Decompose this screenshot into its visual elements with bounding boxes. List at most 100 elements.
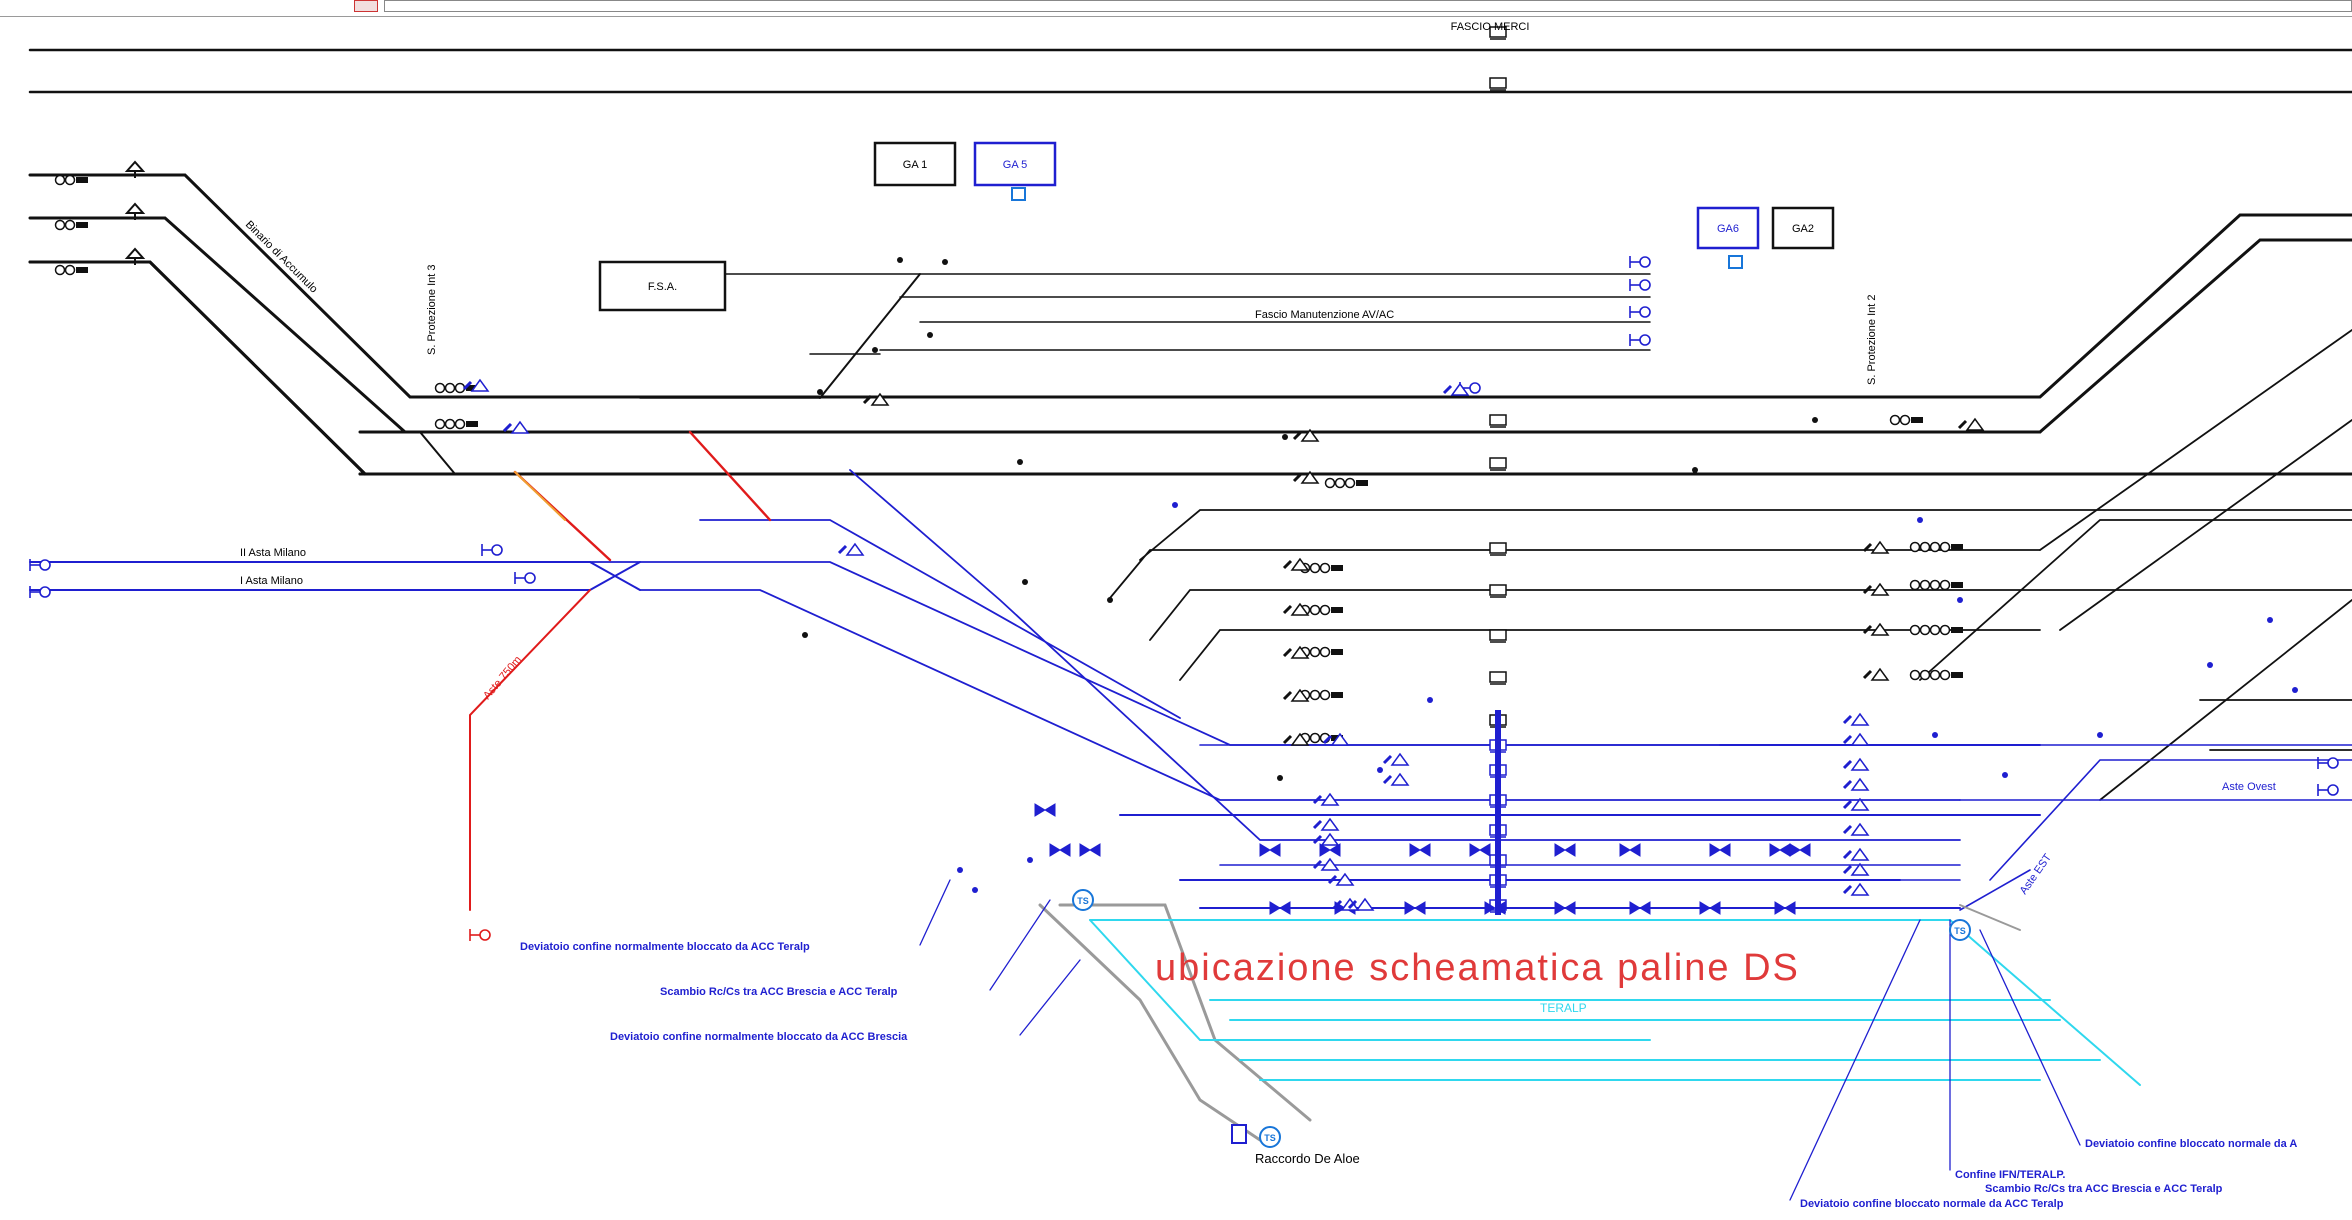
ts-marker-1-label: TS xyxy=(1077,896,1089,906)
note-deviatoio-teralp-2: Deviatoio confine bloccato normale da AC… xyxy=(1800,1198,2064,1210)
fascio-manutenzione-label: Fascio Manutenzione AV/AC xyxy=(1255,309,1394,321)
signal-triangle-4 xyxy=(1290,602,1310,616)
bowtie-7 xyxy=(1469,843,1491,857)
lamp-group-6 xyxy=(1889,414,1923,426)
sig-fsa-3 xyxy=(1629,306,1651,318)
switch-dot-24 xyxy=(1172,502,1178,508)
signal-triangle-17-mark xyxy=(1842,779,1853,790)
track-r-diag1 xyxy=(2039,329,2352,551)
callout-3 xyxy=(1019,959,1081,1036)
track-accumulo-3 xyxy=(28,260,367,476)
switch-dot-15 xyxy=(2002,772,2008,778)
signal-triangle-16-mark xyxy=(1842,759,1853,770)
signal-triangle-24-mark xyxy=(1382,754,1393,765)
bowtie-10 xyxy=(1709,843,1731,857)
ga2-box xyxy=(1771,206,1835,250)
signal-triangle-30 xyxy=(1335,872,1355,886)
lamp-group-7 xyxy=(1909,541,1963,553)
bowtie-18 xyxy=(1629,901,1651,915)
track-r5 xyxy=(1919,519,2352,681)
signal-triangle-25-mark xyxy=(1382,774,1393,785)
signal-triangle-26 xyxy=(1320,792,1340,806)
protezione-int2-label: S. Protezione Int 2 xyxy=(1866,295,1878,386)
command-field[interactable] xyxy=(384,0,2352,12)
teralp-6 xyxy=(1949,919,2141,1086)
switch-dot-20 xyxy=(1427,697,1433,703)
signal-triangle-27-mark xyxy=(1312,819,1323,830)
ga2-box-label: GA2 xyxy=(1792,223,1814,235)
bowtie-15 xyxy=(1404,901,1426,915)
switch-dot-22 xyxy=(1917,517,1923,523)
raccordo-marker xyxy=(1231,1124,1247,1144)
callout-2 xyxy=(989,899,1051,991)
cad-title-bar xyxy=(0,0,2352,17)
sig-fsa-2 xyxy=(1629,279,1651,291)
ga1-box xyxy=(873,141,957,187)
switch-dot-12 xyxy=(802,632,808,638)
lamp-group-5 xyxy=(434,418,478,430)
sig-fsa-1 xyxy=(1629,256,1651,268)
switch-dot-18 xyxy=(2292,687,2298,693)
signal-triangle-36 xyxy=(510,420,530,434)
grey-line-2 xyxy=(1038,903,1262,1142)
signal-triangle-9 xyxy=(1965,417,1985,431)
ts-marker-1 xyxy=(1072,889,1094,911)
ga5-box-label: GA 5 xyxy=(1003,159,1027,171)
bowtie-16 xyxy=(1484,901,1506,915)
track-r4 xyxy=(1179,629,2041,681)
signal-triangle-11-mark xyxy=(1862,584,1873,595)
fsa-box xyxy=(598,260,727,312)
grey-line-3 xyxy=(1959,904,2021,931)
fascio-man-diag xyxy=(819,273,921,399)
signal-triangle-28-mark xyxy=(1312,834,1323,845)
bowtie-9 xyxy=(1619,843,1641,857)
signal-triangle-13-mark xyxy=(1862,669,1873,680)
track-r2 xyxy=(1109,549,2041,599)
orange-line xyxy=(514,471,566,521)
lamp-group-10 xyxy=(1909,669,1963,681)
switch-dot-4 xyxy=(817,389,823,395)
switch-dot-9 xyxy=(1282,434,1288,440)
signal-triangle-20-mark xyxy=(1842,849,1853,860)
track-r3 xyxy=(1149,589,2352,641)
ts-marker-2 xyxy=(1949,919,1971,941)
ubicazione-label: ubicazione scheamatica paline DS xyxy=(1155,947,1800,989)
sig-milano-1 xyxy=(514,572,536,584)
callout-6 xyxy=(1979,929,2081,1146)
bowtie-12 xyxy=(1789,843,1811,857)
signal-triangle-27 xyxy=(1320,817,1340,831)
signal-triangle-18 xyxy=(1850,797,1870,811)
signal-triangle-15-mark xyxy=(1842,734,1853,745)
block-marker-8 xyxy=(1489,671,1507,683)
ts-marker-3-label: TS xyxy=(1264,1133,1276,1143)
signal-triangle-6 xyxy=(1290,688,1310,702)
sig-fsa-4 xyxy=(1629,334,1651,346)
switch-dot-6 xyxy=(1017,459,1023,465)
signal-triangle-10 xyxy=(1870,540,1890,554)
block-marker-4 xyxy=(1489,457,1507,469)
switch-dot-3 xyxy=(872,347,878,353)
ga1-box-label: GA 1 xyxy=(903,159,927,171)
bowtie-13 xyxy=(1269,901,1291,915)
bowtie-6 xyxy=(1409,843,1431,857)
signal-triangle-1-mark xyxy=(1292,430,1303,441)
signal-triangle-23-mark xyxy=(1322,734,1333,745)
blue-4 xyxy=(849,469,1961,841)
signal-triangle-19-mark xyxy=(1842,824,1853,835)
fsa-box-label: F.S.A. xyxy=(648,281,677,293)
sig-right-1 xyxy=(2317,757,2339,769)
signal-triangle-26-mark xyxy=(1312,794,1323,805)
bowtie-3 xyxy=(1079,843,1101,857)
blue-12 xyxy=(1959,869,2031,911)
ga6-marker xyxy=(1728,255,1743,269)
signal-triangle-33-mark xyxy=(1442,384,1453,395)
lamp-group-16 xyxy=(1324,477,1368,489)
blue-3 xyxy=(699,519,1181,719)
signal-triangle-34 xyxy=(845,542,865,556)
signal-triangle-22-mark xyxy=(1842,884,1853,895)
callout-1 xyxy=(919,879,951,946)
signal-triangle-16 xyxy=(1850,757,1870,771)
close-button[interactable] xyxy=(354,0,378,12)
